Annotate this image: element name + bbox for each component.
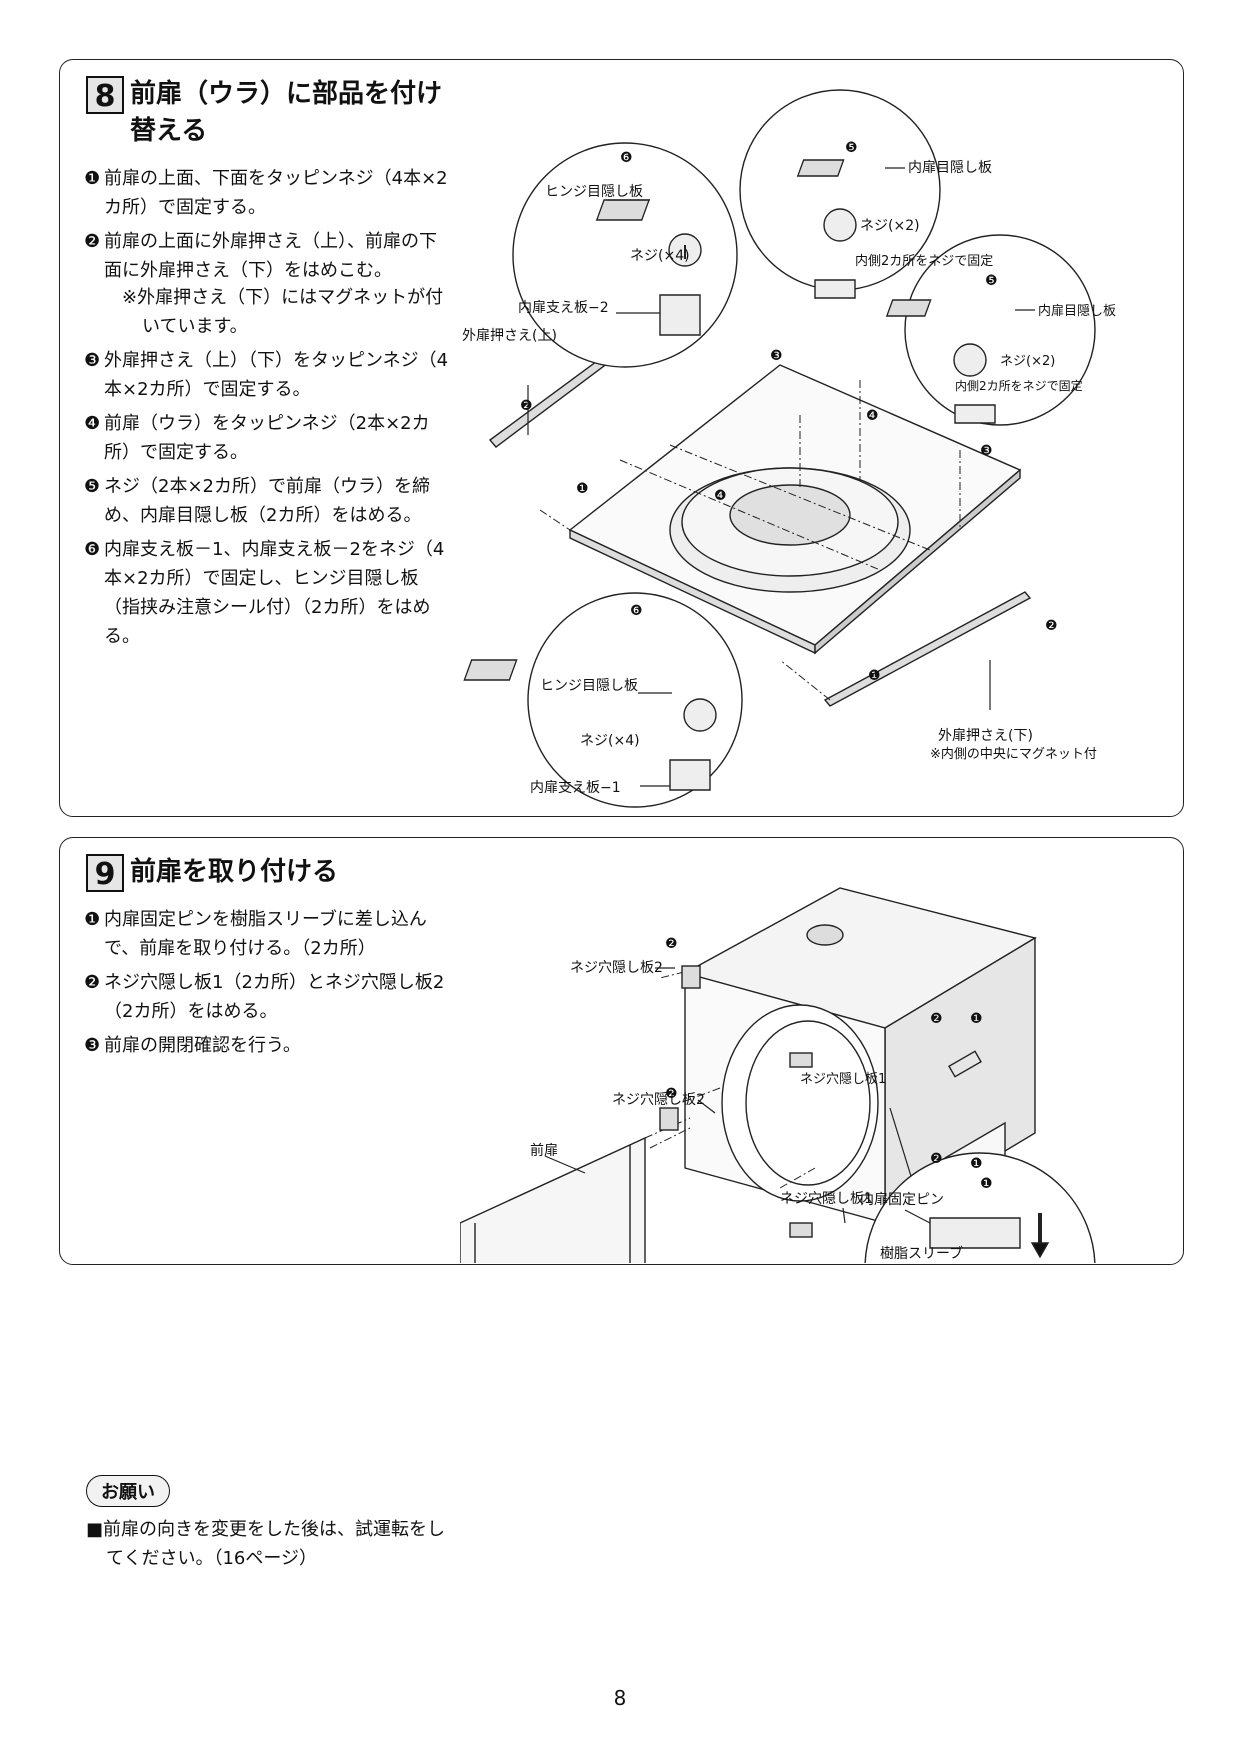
marker-6-lower: ❻ bbox=[630, 603, 643, 619]
label-screw-x4-lower: ネジ(×4) bbox=[580, 733, 640, 749]
label-upper-retainer: 外扉押さえ(上) bbox=[462, 328, 557, 344]
pin-detail-callout bbox=[864, 1152, 1096, 1263]
label-fix-right: 内側2カ所をネジで固定 bbox=[955, 378, 1083, 393]
label-cover-plate-1-bottom: ネジ穴隠し板1 bbox=[780, 1191, 873, 1207]
marker-2: ❷ bbox=[520, 398, 533, 414]
marker-4: ❹ bbox=[714, 488, 727, 504]
label-lower-retainer: 外扉押さえ(下) bbox=[938, 728, 1033, 744]
marker-2: ❷ bbox=[665, 936, 678, 952]
section-9-title: 前扉を取り付ける bbox=[130, 857, 339, 887]
section-8-number: 8 bbox=[86, 76, 124, 114]
marker-3: ❸ bbox=[980, 443, 993, 459]
label-inner-cover-upper: 内扉目隠し板 bbox=[908, 160, 992, 176]
marker-1: ❶ bbox=[970, 1011, 983, 1027]
marker-1: ❶ bbox=[868, 668, 881, 684]
page-number: 8 bbox=[613, 1686, 627, 1710]
marker-5-upper: ❺ bbox=[845, 140, 858, 156]
callout-hinge-lower bbox=[527, 592, 743, 808]
label-fix-upper: 内側2カ所をネジで固定 bbox=[855, 253, 993, 269]
label-support-plate-2: 内扉支え板−2 bbox=[518, 300, 609, 316]
marker-4: ❹ bbox=[866, 408, 879, 424]
cover-plate-2-mid bbox=[659, 1107, 679, 1131]
request-notice: お願い ■前扉の向きを変更をした後は、試運転をしてください。（16ページ） bbox=[86, 1475, 451, 1573]
magnet-note: ※外扉押さえ（下）にはマグネットが付いています。 bbox=[122, 287, 444, 337]
label-cover-plate-2-mid: ネジ穴隠し板2 bbox=[612, 1092, 705, 1108]
label-hinge-cover-lower: ヒンジ目隠し板 bbox=[540, 678, 638, 694]
label-inner-cover-right: 内扉目隠し板 bbox=[1038, 303, 1116, 319]
label-cover-plate-1-inner: ネジ穴隠し板1 bbox=[800, 1072, 886, 1087]
drum-opening bbox=[721, 1004, 879, 1202]
marker-2: ❷ bbox=[665, 1086, 678, 1102]
section-8-title: 前扉（ウラ）に部品を付け替える bbox=[130, 79, 443, 146]
label-front-door: 前扉 bbox=[530, 1142, 558, 1159]
marker-5-right: ❺ bbox=[985, 273, 998, 289]
cover-plate-2-top bbox=[681, 965, 701, 989]
section-9-heading: 9 前扉を取り付ける bbox=[86, 854, 450, 892]
label-magnet-note: ※内側の中央にマグネット付 bbox=[930, 746, 1097, 762]
request-badge: お願い bbox=[86, 1475, 170, 1507]
marker-2: ❷ bbox=[930, 1151, 943, 1167]
marker-1: ❶ bbox=[970, 1156, 983, 1172]
label-screw-x2-upper: ネジ(×2) bbox=[860, 218, 920, 234]
label-screw-x4-upper: ネジ(×4) bbox=[630, 248, 690, 264]
cover-plate-1-bottom bbox=[789, 1222, 813, 1238]
lower-retainer bbox=[823, 591, 1032, 707]
front-door bbox=[460, 1136, 646, 1263]
door-parts-diagram: ❻ ヒンジ目隠し板 ネジ(×4) 内扉支え板−2 ❺ 内扉目隠し板 ネジ(×2)… bbox=[462, 89, 1116, 808]
marker-6-upper: ❻ bbox=[620, 150, 633, 166]
marker-3: ❸ bbox=[770, 348, 783, 364]
label-support-plate-1: 内扉支え板−1 bbox=[530, 780, 621, 796]
section-9-number: 9 bbox=[86, 854, 124, 892]
callout-cover-right bbox=[904, 234, 1096, 426]
marker-2: ❷ bbox=[1045, 618, 1058, 634]
label-fixing-pin: 内扉固定ピン bbox=[860, 1192, 944, 1208]
cover-plate-1-inner bbox=[789, 1052, 813, 1068]
label-hinge-cover-upper: ヒンジ目隠し板 bbox=[545, 184, 643, 200]
marker-2: ❷ bbox=[930, 1011, 943, 1027]
door-install-diagram: ネジ穴隠し板2 ネジ穴隠し板2 前扉 ネジ穴隠し板1 ネジ穴隠し板1 内扉固定ピ… bbox=[460, 887, 1096, 1263]
label-cover-plate-2-top: ネジ穴隠し板2 bbox=[570, 960, 663, 976]
section-8-heading: 8 前扉（ウラ）に部品を付け替える bbox=[86, 76, 450, 150]
label-screw-x2-right: ネジ(×2) bbox=[1000, 354, 1055, 369]
marker-1: ❶ bbox=[576, 481, 589, 497]
marker-1: ❶ bbox=[980, 1176, 993, 1192]
request-text: ■前扉の向きを変更をした後は、試運転をしてください。（16ページ） bbox=[86, 1519, 446, 1569]
label-resin-sleeve: 樹脂スリーブ bbox=[880, 1245, 963, 1262]
